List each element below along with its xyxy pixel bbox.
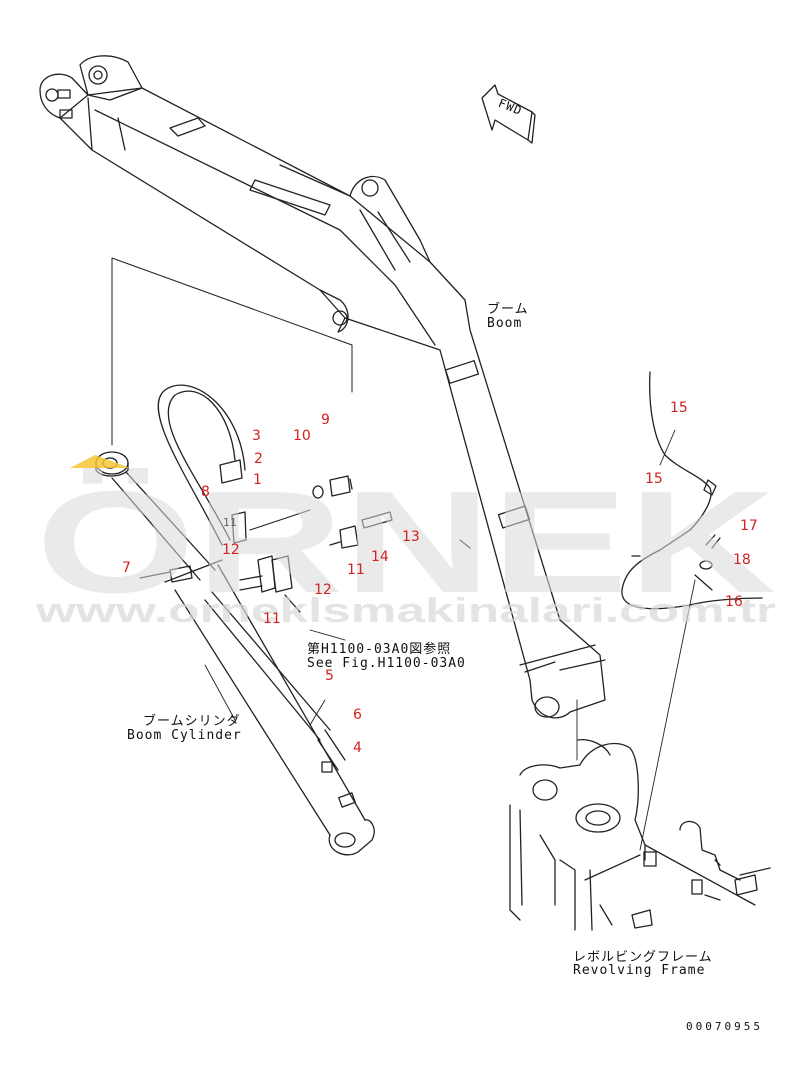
boom-foot	[529, 619, 606, 719]
boom-cylinder	[95, 384, 375, 856]
frame-label-en: Revolving Frame	[573, 963, 706, 978]
boom	[39, 55, 606, 719]
callout-11a: 11	[347, 562, 365, 578]
callout-11c: 11	[223, 516, 237, 529]
cylinder-hose	[167, 390, 236, 541]
boom-beam-mid	[94, 109, 436, 346]
callout-7: 7	[122, 560, 131, 576]
callout-5: 5	[325, 668, 334, 684]
callout-15a: 15	[670, 400, 688, 416]
callout-3: 3	[252, 428, 261, 444]
callout-17: 17	[740, 518, 758, 534]
callout-9: 9	[321, 412, 330, 428]
callout-13: 13	[402, 529, 420, 545]
boom-label-en: Boom	[487, 316, 523, 331]
callout-12a: 12	[222, 542, 240, 558]
cylinder-label-jp: ブームシリンダ	[143, 714, 241, 729]
callout-6: 6	[353, 707, 362, 723]
revolving-frame	[509, 739, 771, 931]
callout-11b: 11	[263, 611, 281, 627]
callout-4: 4	[353, 740, 362, 756]
ref-label-en: See Fig.H1100-03A0	[307, 656, 466, 671]
fwd-arrow	[481, 84, 536, 144]
callout-1: 1	[253, 472, 262, 488]
boom-bracket	[349, 175, 431, 263]
callout-16: 16	[725, 594, 743, 610]
callout-18: 18	[733, 552, 751, 568]
drawing-code: 00070955	[686, 1020, 763, 1033]
callout-14: 14	[371, 549, 389, 565]
boom-tip	[39, 73, 89, 119]
fittings	[231, 509, 311, 613]
projection-lines	[111, 257, 353, 446]
parts-13-14	[329, 511, 393, 549]
leader-lines	[204, 429, 696, 851]
frame-label-jp: レボルビングフレーム	[573, 950, 713, 965]
callout-10: 10	[293, 428, 311, 444]
callout-15b: 15	[645, 471, 663, 487]
cylinder-pin-boss	[95, 451, 129, 475]
boom-label-jp: ブーム	[487, 302, 529, 317]
bolt-9-10	[312, 475, 353, 499]
boom-beam-bottom	[59, 117, 531, 681]
ref-label-jp: 第H1100-03A0図参照	[307, 642, 452, 657]
callout-2: 2	[254, 451, 263, 467]
boom-beam-top	[87, 87, 561, 621]
callout-8: 8	[201, 484, 210, 500]
cylinder-label-en: Boom Cylinder	[127, 728, 242, 743]
grease-hose	[621, 371, 763, 610]
callout-12b: 12	[314, 582, 332, 598]
